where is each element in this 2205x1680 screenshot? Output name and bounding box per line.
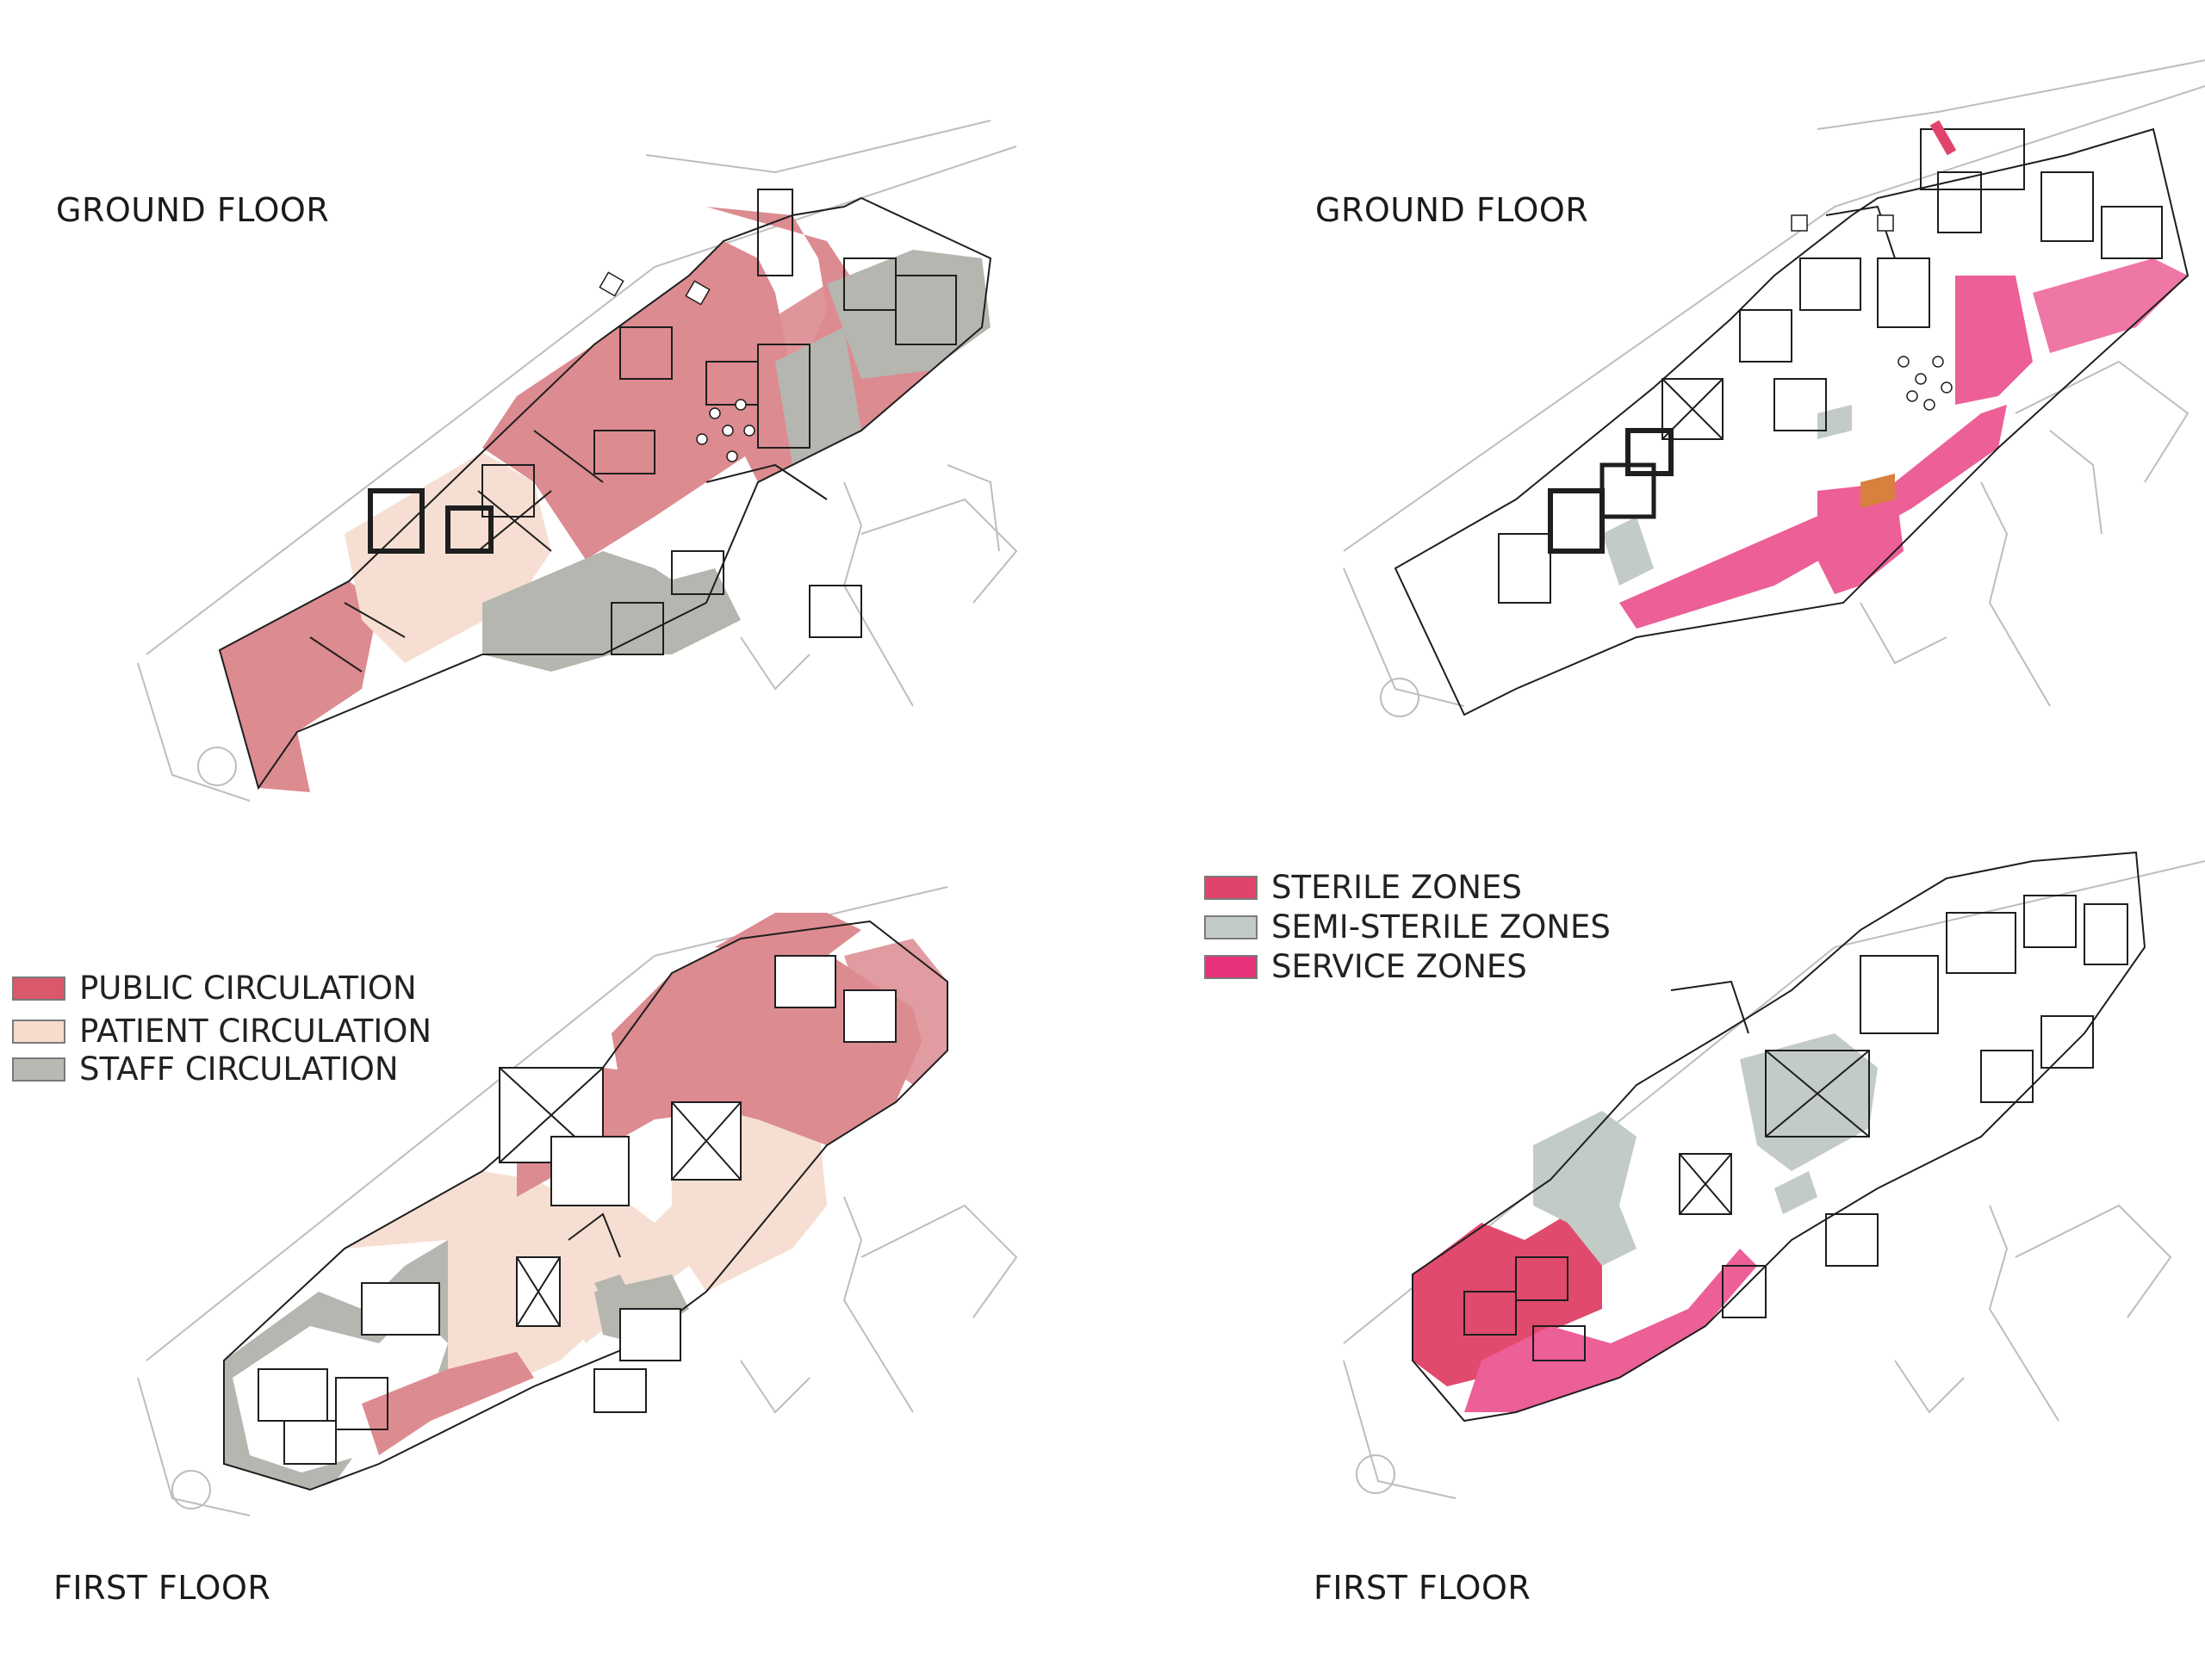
legend-item: STERILE ZONES (1204, 869, 1522, 906)
legend-swatch-semi-sterile (1204, 914, 1258, 939)
public-circulation-zone (482, 241, 792, 560)
legend-item: PUBLIC CIRCULATION (12, 970, 417, 1007)
ground-floor-zone-building (1602, 258, 2188, 629)
legend-swatch-sterile (1204, 875, 1258, 900)
legend-label: SERVICE ZONES (1271, 948, 1527, 985)
legend-label: PATIENT CIRCULATION (79, 1013, 432, 1050)
ground-floor-zone-walls (1394, 127, 2189, 716)
ground-floor-walls (218, 189, 992, 790)
legend-swatch-public (12, 976, 65, 1001)
legend-item: SEMI-STERILE ZONES (1204, 908, 1611, 945)
floor-label: GROUND FLOOR (1315, 191, 1589, 229)
first-floor-walls (223, 920, 948, 1491)
site-boundary-line (146, 146, 1017, 655)
legend-label: STERILE ZONES (1271, 869, 1522, 906)
legend-item: SERVICE ZONES (1204, 948, 1527, 985)
legend-item: PATIENT CIRCULATION (12, 1013, 432, 1050)
service-zone (1464, 1249, 1757, 1412)
staff-circulation-zone (827, 250, 991, 379)
public-circulation-zone (362, 1352, 534, 1455)
staff-circulation-zone (775, 327, 861, 465)
public-circulation-zone (220, 581, 379, 792)
legend-label: PUBLIC CIRCULATION (79, 970, 417, 1007)
semi-sterile-zone (1533, 1111, 1637, 1266)
semi-sterile-zone (1602, 517, 1654, 586)
first-floor-zone-walls (1412, 851, 2146, 1423)
service-zone (1955, 276, 2033, 405)
floor-label: FIRST FLOOR (53, 1569, 271, 1607)
legend-item: STAFF CIRCULATION (12, 1051, 399, 1088)
service-zone-accent (1860, 474, 1895, 508)
floor-label: GROUND FLOOR (56, 191, 330, 229)
service-zone (1817, 482, 1904, 594)
legend-swatch-patient (12, 1019, 65, 1044)
legend-swatch-service (1204, 954, 1258, 979)
ground-floor-building (220, 207, 991, 792)
legend-label: STAFF CIRCULATION (79, 1051, 399, 1088)
legend-swatch-staff (12, 1057, 65, 1082)
legend-label: SEMI-STERILE ZONES (1271, 908, 1611, 945)
service-zone (2033, 258, 2188, 353)
service-zone (1619, 405, 2007, 629)
first-floor-zone-building (1413, 1033, 1878, 1412)
floor-label: FIRST FLOOR (1314, 1569, 1531, 1607)
